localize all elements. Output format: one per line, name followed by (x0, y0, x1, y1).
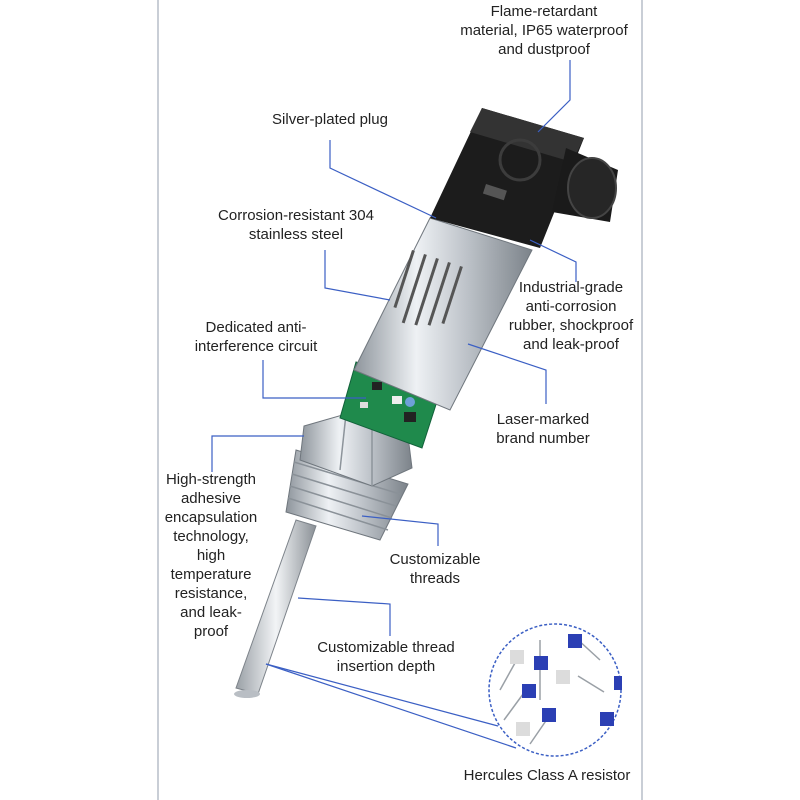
stainless-body-icon (353, 217, 533, 411)
leader-depth (297, 597, 391, 636)
leader-resistor-2 (265, 663, 517, 749)
label-stainless-steel: Corrosion-resistant 304 stainless steel (218, 207, 374, 243)
connector-housing-icon (430, 108, 618, 248)
leader-rubber (529, 239, 577, 282)
resistor-detail-icon (488, 623, 622, 757)
probe-rod-icon (234, 519, 317, 698)
label-insertion-depth: Customizable thread insertion depth (317, 639, 455, 675)
leader-circuit (262, 360, 366, 399)
label-anti-interference-circuit: Dedicated anti- interference circuit (194, 319, 318, 355)
label-class-a-resistor: Hercules Class A resistor (463, 767, 631, 784)
label-adhesive-encapsulation: High-strength adhesive encapsulation tec… (164, 471, 258, 640)
leader-flame (537, 60, 571, 133)
leader-adhesive (211, 435, 304, 472)
label-anti-corrosion-rubber: Industrial-grade anti-corrosion rubber, … (508, 279, 634, 353)
leader-steel (324, 250, 391, 301)
leader-laser (467, 343, 547, 404)
label-customizable-threads: Customizable threads (389, 551, 481, 587)
frame-border-right (641, 0, 643, 800)
label-flame-retardant: Flame-retardant material, IP65 waterproo… (460, 3, 628, 58)
label-laser-marked: Laser-marked brand number (496, 411, 590, 447)
leader-threads (361, 515, 439, 546)
label-silver-plated-plug: Silver-plated plug (272, 111, 388, 128)
frame-border-left (157, 0, 159, 800)
leader-lines (211, 60, 577, 749)
leader-plug (329, 140, 437, 219)
leader-resistor-1 (265, 663, 499, 727)
